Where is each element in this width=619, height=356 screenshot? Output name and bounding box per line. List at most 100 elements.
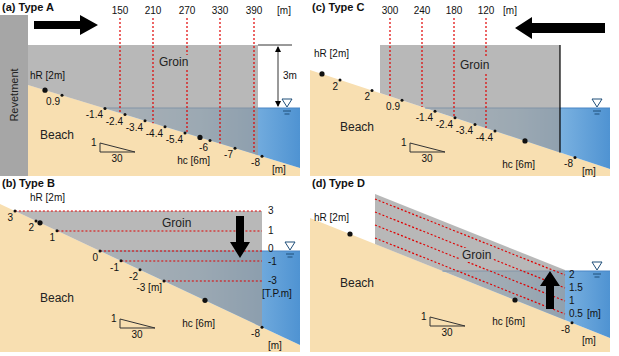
reference-point [42,88,47,93]
callout-label: hc [6m] [182,318,215,330]
water-level-tick [595,277,600,278]
red-dotted-line [485,18,486,128]
groin-region: Groin [157,55,190,69]
distance-label: 30 [131,329,142,341]
depth-point [120,259,123,262]
callout-label: 1 [401,137,407,149]
movement-arrow [230,216,250,258]
callout-label: hc [6m] [492,316,525,328]
movement-arrow [540,271,560,309]
depth-point [104,107,107,110]
depth-label: -4.4 [146,128,163,140]
callout-label: 1 [111,313,117,325]
region-name: Groin [458,58,491,72]
depth-point [35,219,38,222]
distance-label: 300 [382,5,399,17]
depth-label: -6 [199,142,208,154]
slope-triangle [410,143,445,152]
callout-label: 0 [268,243,274,255]
depth-label: 2 [332,81,338,93]
panel [310,194,610,352]
revetment-wall: Revetment [7,68,21,121]
water-level-tick [593,274,601,275]
reference-point [319,71,324,76]
callout-label: -1 [268,256,277,268]
distance-label: 180 [446,5,463,17]
depth-label: -3.4 [456,125,473,137]
depth-label: -2 [129,271,138,283]
movement-arrow [515,17,605,39]
depth-label: -1 [110,262,119,274]
depth-label: -3.4 [126,122,143,134]
red-dotted-line [119,18,120,113]
red-dotted-line [219,18,220,144]
depth-label: -2.4 [106,116,123,128]
depth-point [261,155,264,158]
panel [310,18,610,176]
distance-label: 30 [111,153,122,165]
depth-point [209,139,212,142]
depth-label: 2 [28,222,34,234]
depth-point [56,229,59,232]
dimension-head [275,46,281,52]
region-name: Revetment [7,68,21,121]
depth-label: 1 [49,232,55,244]
callout-label: 1 [268,225,274,237]
red-dotted-line [453,18,454,118]
depth-point [99,250,102,253]
region-name: Beach [340,120,374,134]
depth-point [371,89,374,92]
distance-label: 390 [246,5,263,17]
distance-label: 150 [112,5,129,17]
red-dotted-line [152,18,153,123]
callout-label: 1 [91,137,97,149]
reference-point [522,138,527,143]
depth-point [164,125,167,128]
depth-point [184,131,187,134]
depth-label: -1.4 [416,112,433,124]
panel [28,18,300,176]
distance-label: [m] [277,5,291,17]
panel-title: (c) Type C [312,1,364,14]
groin-end-line [559,45,560,153]
dimension-head [275,101,281,107]
movement-arrow [34,15,98,35]
red-dotted-line [15,210,262,211]
depth-point [474,123,477,126]
beach-region: Beach [40,291,74,305]
callout-label: hc [6m] [502,159,535,171]
callout-label: 0.5 [569,308,583,320]
depth-point [163,280,166,283]
slope-triangle [100,143,135,152]
groin-body [15,211,262,327]
groin-region: Groin [460,248,493,262]
water-level-tick [286,254,294,255]
depth-label: -7 [224,149,233,161]
distance-label: 270 [179,5,196,17]
red-dotted-line [186,18,187,133]
reference-point [197,135,202,140]
depth-label: 0 [92,252,98,264]
depth-point [401,99,404,102]
depth-point [574,156,577,159]
depth-point [14,210,17,213]
callout-label: [m] [272,164,286,176]
panel-title: (d) Type D [312,177,365,190]
panel-extra [230,216,250,258]
water-level-tick [285,114,290,115]
depth-label: -4.4 [476,132,493,144]
distance-label: 210 [145,5,162,17]
slope-triangle [120,319,155,328]
callout-label: [m] [268,340,282,352]
groin-region: Groin [458,58,491,72]
distance-label: 330 [212,5,229,17]
depth-point [234,147,237,150]
panel-title: (a) Type A [2,1,54,14]
dimension-line [278,47,279,106]
water-level-mark [285,242,295,250]
depth-label: -5.4 [166,134,183,146]
callout-label: 3 [268,205,274,217]
panel-extra [0,15,292,176]
callout-label: [m] [582,166,596,178]
